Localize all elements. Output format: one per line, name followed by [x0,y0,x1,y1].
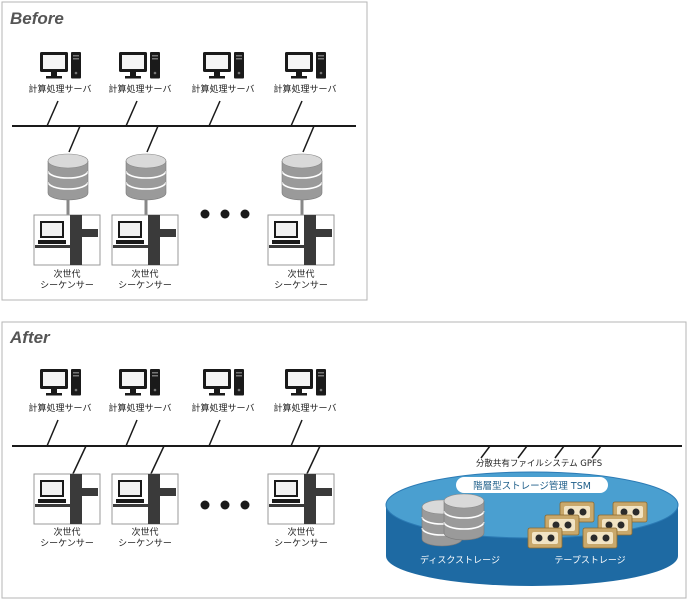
before-storage-3-icon [281,153,323,201]
before-storage-2-icon [125,153,167,201]
before-server-2-label: 計算処理サーバ [109,83,172,95]
after-sequencer-3-icon [267,473,335,525]
after-ellipsis-dot-2 [220,500,230,510]
disk-storage-label: ディスクストレージ [420,554,500,566]
before-title: Before [10,9,64,28]
before-sequencer-1-icon [33,214,101,266]
before-sequencer-3-icon [267,214,335,266]
before-sequencer-3-label-line1: 次世代 [287,268,314,280]
gpfs-label: 分散共有ファイルシステム GPFS [476,458,602,469]
before-server-1-label: 計算処理サーバ [29,83,92,95]
after-server-1-label: 計算処理サーバ [29,402,92,414]
after-title: After [9,328,51,347]
after-sequencer-2-icon [111,473,179,525]
after-sequencer-1-icon [33,473,101,525]
before-server-3-label: 計算処理サーバ [192,83,255,95]
tsm-label: 階層型ストレージ管理 TSM [473,480,591,492]
after-sequencer-2-label-line1: 次世代 [131,526,158,538]
after-sequencer-3-label-line1: 次世代 [287,526,314,538]
before-storage-1-icon [47,153,89,201]
after-sequencer-2-label-line2: シーケンサー [118,538,172,549]
after-ellipsis-dot-3 [240,500,250,510]
before-sequencer-1-label-line1: 次世代 [53,268,80,280]
before-sequencer-2-icon [111,214,179,266]
after-server-2-label: 計算処理サーバ [109,402,172,414]
after-server-3-label: 計算処理サーバ [192,402,255,414]
after-server-4-label: 計算処理サーバ [274,402,337,414]
tape-cartridge-icon-5 [527,527,563,549]
before-ellipsis-dot-2 [220,209,230,219]
before-ellipsis-dot-1 [200,209,210,219]
tape-storage-label: テープストレージ [554,555,625,566]
after-sequencer-1-label-line2: シーケンサー [40,538,94,549]
after-ellipsis-dot-1 [200,500,210,510]
before-sequencer-2-label-line2: シーケンサー [118,280,172,291]
after-sequencer-3-label-line2: シーケンサー [274,538,328,549]
before-sequencer-3-label-line2: シーケンサー [274,280,328,291]
before-sequencer-2-label-line1: 次世代 [131,268,158,280]
before-sequencer-1-label-line2: シーケンサー [40,280,94,291]
before-ellipsis-dot-3 [240,209,250,219]
after-panel: After 計算処理サーバ 計算処理サーバ 計算処理サーバ 計算処理サーバ 次世… [1,321,687,599]
tape-cartridge-icon-6 [582,527,618,549]
before-server-4-label: 計算処理サーバ [274,83,337,95]
after-sequencer-1-label-line1: 次世代 [53,526,80,538]
disk-storage-icon-2 [443,493,485,541]
before-panel: Before 計算処理サーバ 計算処理サーバ 計算処理サーバ 計算処理サーバ [1,1,368,301]
tsm-label-pill [456,477,608,493]
